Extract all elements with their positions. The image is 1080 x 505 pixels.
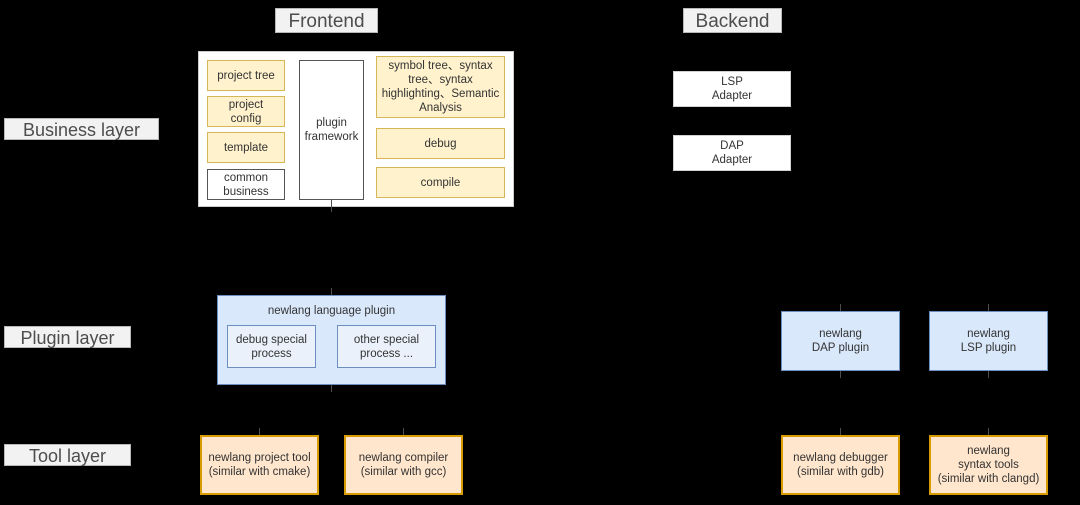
node-lsp-adapter[interactable]: LSP Adapter bbox=[673, 71, 791, 107]
node-project-config[interactable]: project config bbox=[207, 96, 285, 127]
section-title-frontend: Frontend bbox=[275, 8, 378, 33]
node-newlang-syntax-tools[interactable]: newlang syntax tools (similar with clang… bbox=[929, 435, 1048, 495]
connector-plugin-framework-down bbox=[331, 200, 332, 212]
node-newlang-dap-plugin[interactable]: newlang DAP plugin bbox=[781, 311, 900, 371]
layer-label-tool: Tool layer bbox=[4, 444, 131, 466]
node-project-tree[interactable]: project tree bbox=[207, 60, 285, 91]
connector-dap-plugin-down bbox=[840, 371, 841, 378]
connector-lsp-plugin-down bbox=[988, 371, 989, 378]
section-title-backend: Backend bbox=[683, 8, 782, 33]
node-newlang-project-tool[interactable]: newlang project tool (similar with cmake… bbox=[200, 435, 319, 495]
connector-syntax-tools-up bbox=[988, 428, 989, 435]
layer-label-business: Business layer bbox=[4, 118, 159, 140]
node-debug-special-process[interactable]: debug special process bbox=[227, 325, 316, 368]
node-common-business[interactable]: common business bbox=[207, 169, 285, 200]
connector-compiler-up bbox=[403, 428, 404, 435]
plugin-container-title: newlang language plugin bbox=[267, 305, 396, 317]
node-dap-adapter[interactable]: DAP Adapter bbox=[673, 135, 791, 171]
connector-debugger-up bbox=[840, 428, 841, 435]
layer-label-plugin: Plugin layer bbox=[4, 326, 131, 348]
node-debug[interactable]: debug bbox=[376, 128, 505, 159]
connector-project-tool-up bbox=[259, 428, 260, 435]
connector-plugin-container-up bbox=[331, 288, 332, 295]
node-symbol-tree-syntax[interactable]: symbol tree、syntax tree、syntax highlight… bbox=[376, 56, 505, 118]
connector-plugin-container-down bbox=[331, 385, 332, 392]
node-compile[interactable]: compile bbox=[376, 167, 505, 198]
node-newlang-compiler[interactable]: newlang compiler (similar with gcc) bbox=[344, 435, 463, 495]
node-template[interactable]: template bbox=[207, 132, 285, 163]
node-newlang-debugger[interactable]: newlang debugger (similar with gdb) bbox=[781, 435, 900, 495]
node-newlang-lsp-plugin[interactable]: newlang LSP plugin bbox=[929, 311, 1048, 371]
connector-lsp-plugin-up bbox=[988, 304, 989, 311]
node-plugin-framework[interactable]: plugin framework bbox=[299, 60, 364, 200]
node-other-special-process[interactable]: other special process ... bbox=[337, 325, 436, 368]
connector-dap-plugin-up bbox=[840, 304, 841, 311]
